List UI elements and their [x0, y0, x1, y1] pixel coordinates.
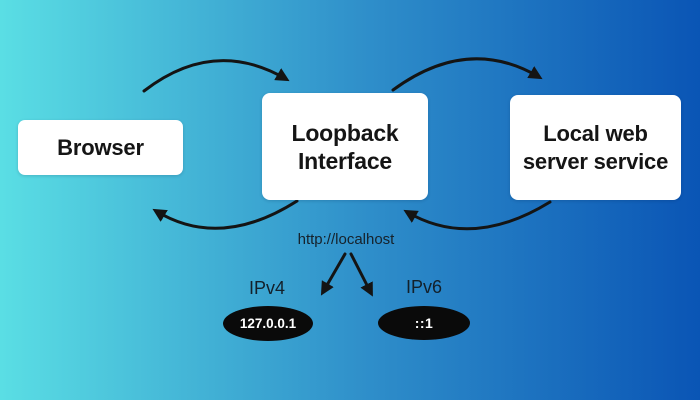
node-webserver-label-line1: Local web: [543, 120, 648, 146]
ipv4-address-value: 127.0.0.1: [239, 316, 297, 331]
arrow-localhost-to-ipv6-icon: [349, 252, 373, 297]
arrow-loopback-to-webserver-icon: [391, 57, 543, 92]
node-loopback-interface: Loopback Interface: [262, 93, 428, 200]
ipv6-heading: IPv6: [405, 277, 443, 297]
node-browser-label: Browser: [57, 134, 144, 160]
ipv6-address-value: ::1: [414, 315, 434, 331]
localhost-url-label: http://localhost: [297, 231, 395, 248]
node-webserver-label-line2: server service: [522, 148, 669, 174]
arrow-localhost-to-ipv4-icon: [320, 252, 347, 296]
node-browser: Browser: [18, 120, 183, 175]
arrow-webserver-to-loopback-icon: [403, 200, 552, 231]
arrow-browser-to-loopback-icon: [142, 59, 290, 93]
arrow-loopback-to-browser-icon: [152, 199, 299, 230]
node-local-web-server: Local web server service: [510, 95, 681, 200]
ipv4-heading: IPv4: [248, 278, 286, 298]
ipv6-address-pill: ::1: [378, 306, 470, 340]
node-loopback-label-line2: Interface: [297, 147, 393, 174]
ipv4-address-pill: 127.0.0.1: [223, 306, 313, 341]
node-loopback-label-line1: Loopback: [291, 119, 399, 146]
